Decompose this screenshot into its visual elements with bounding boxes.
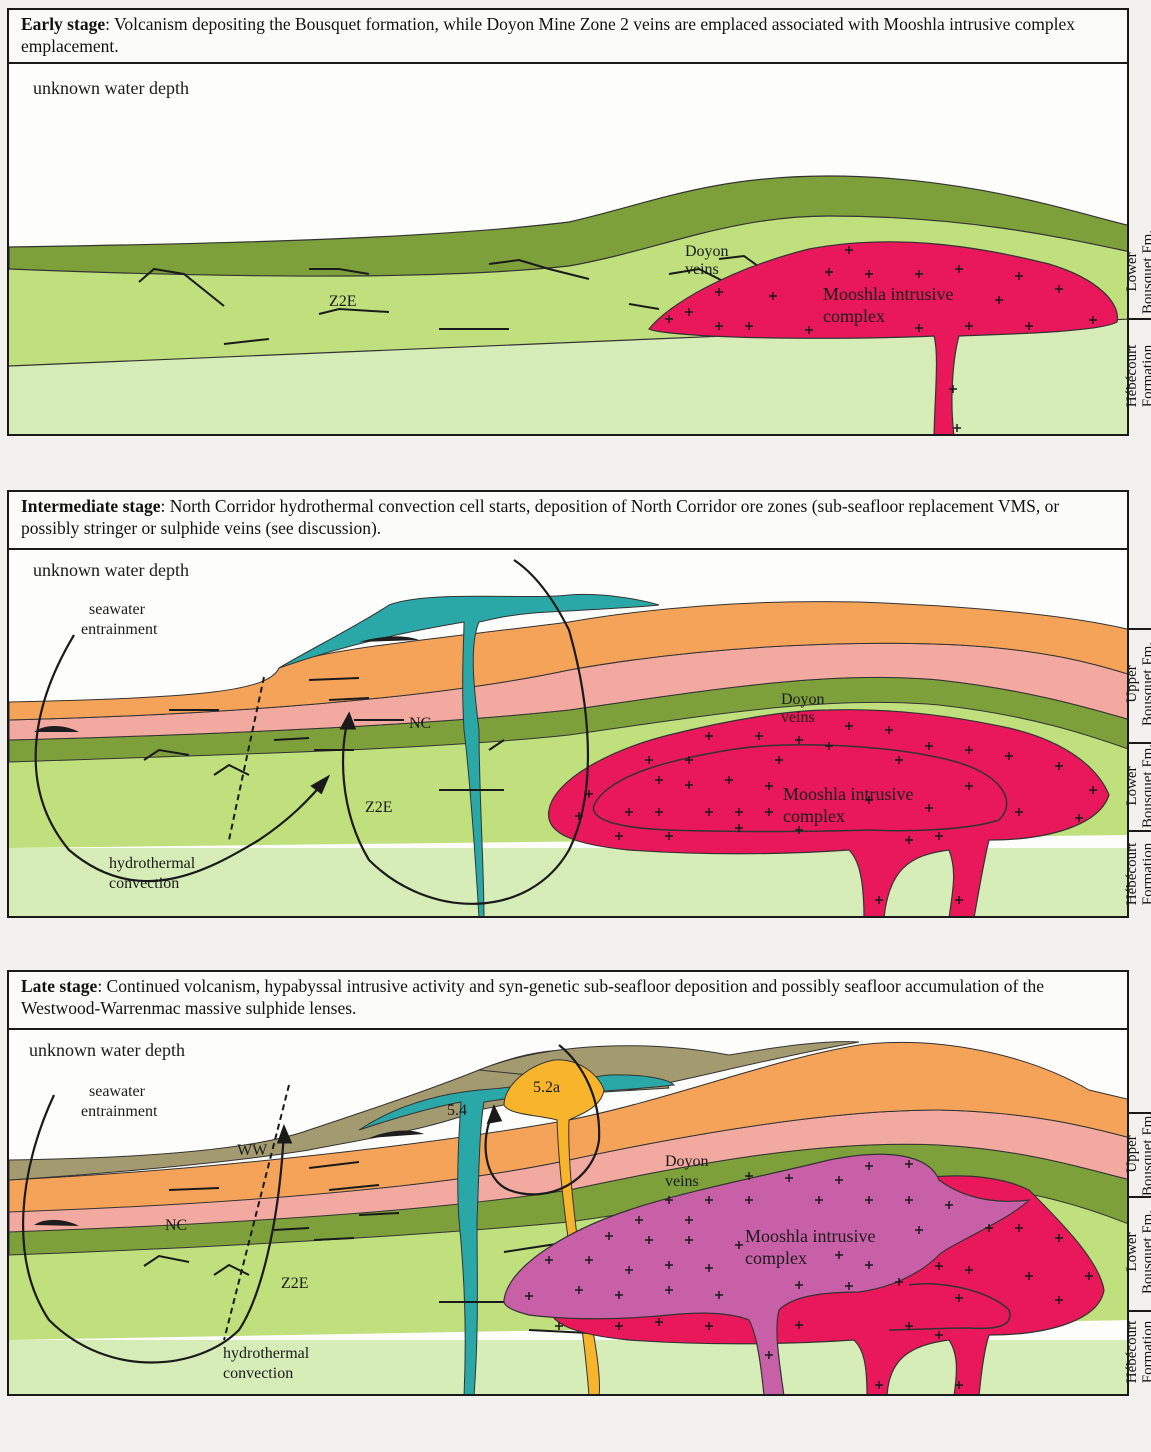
mooshla-label-1: Mooshla intrusive xyxy=(745,1226,876,1246)
caption-title: Early stage xyxy=(21,14,105,34)
water-depth-label: unknown water depth xyxy=(33,78,189,98)
side-label-line: Hébécourt xyxy=(1124,345,1140,407)
side-label-line: Formation xyxy=(1140,1321,1151,1384)
caption-title: Intermediate stage xyxy=(21,496,160,516)
arrow-head xyxy=(279,1128,290,1142)
side-label-line: Hébécourt xyxy=(1124,1321,1140,1383)
seawater-label-1: seawater xyxy=(89,1083,146,1100)
side-label-line: Formation xyxy=(1140,345,1151,408)
doyon-veins-label-2: veins xyxy=(685,261,719,278)
side-label-line: Formation xyxy=(1140,843,1151,906)
panel-early-stage: Early stage: Volcanism depositing the Bo… xyxy=(7,8,1129,436)
nc-label: NC xyxy=(409,715,431,732)
water-depth-label: unknown water depth xyxy=(29,1040,185,1060)
caption-late-stage: Late stage: Continued volcanism, hypabys… xyxy=(7,970,1129,1030)
cross-section-early-svg: unknown water depth Doyon veins Mooshla … xyxy=(9,64,1129,436)
mooshla-label-2: complex xyxy=(823,306,885,326)
ww-label: WW xyxy=(237,1142,268,1159)
caption-description: : Continued volcanism, hypabyssal intrus… xyxy=(21,976,1044,1018)
cross-section-late: unknown water depth seawater entrainment… xyxy=(7,1030,1129,1396)
hydrothermal-label-2: convection xyxy=(223,1365,293,1382)
z2e-label: Z2E xyxy=(329,293,357,310)
cross-section-intermediate-svg: unknown water depth seawater entrainment… xyxy=(9,550,1129,918)
side-label-line: Hébécourt xyxy=(1124,843,1140,905)
cross-section-late-svg: unknown water depth seawater entrainment… xyxy=(9,1030,1129,1396)
doyon-veins-label-1: Doyon xyxy=(685,243,729,260)
seawater-label-2: entrainment xyxy=(81,621,158,638)
caption-title: Late stage xyxy=(21,976,97,996)
hydrothermal-label-2: convection xyxy=(109,875,179,892)
mooshla-label-2: complex xyxy=(745,1248,807,1268)
nc-label: NC xyxy=(165,1217,187,1234)
z2e-label: Z2E xyxy=(281,1275,309,1292)
z2e-label: Z2E xyxy=(365,799,393,816)
unit-5-4-label: 5.4 xyxy=(447,1102,467,1119)
cross-section-intermediate: unknown water depth seawater entrainment… xyxy=(7,550,1129,918)
panel-late-stage: Late stage: Continued volcanism, hypabys… xyxy=(7,970,1129,1396)
doyon-veins-label-1: Doyon xyxy=(781,691,825,708)
panel-intermediate-stage: Intermediate stage: North Corridor hydro… xyxy=(7,490,1129,918)
caption-early-stage: Early stage: Volcanism depositing the Bo… xyxy=(7,8,1129,64)
water-depth-label: unknown water depth xyxy=(33,560,189,580)
caption-description: : Volcanism depositing the Bousquet form… xyxy=(21,14,1075,56)
seawater-label-2: entrainment xyxy=(81,1103,158,1120)
mooshla-label-2: complex xyxy=(783,806,845,826)
caption-intermediate-stage: Intermediate stage: North Corridor hydro… xyxy=(7,490,1129,550)
mooshla-label-1: Mooshla intrusive xyxy=(823,284,954,304)
hydrothermal-label-1: hydrothermal xyxy=(223,1345,310,1362)
hydrothermal-label-1: hydrothermal xyxy=(109,855,196,872)
caption-description: : North Corridor hydrothermal convection… xyxy=(21,496,1059,538)
doyon-veins-label-2: veins xyxy=(665,1173,699,1190)
cross-section-early: unknown water depth Doyon veins Mooshla … xyxy=(7,64,1129,436)
arrow-head xyxy=(489,1108,500,1122)
seawater-label-1: seawater xyxy=(89,601,146,618)
doyon-veins-label-1: Doyon xyxy=(665,1153,709,1170)
unit-5-2a-label: 5.2a xyxy=(533,1079,560,1096)
doyon-veins-label-2: veins xyxy=(781,709,815,726)
mooshla-label-1: Mooshla intrusive xyxy=(783,784,914,804)
